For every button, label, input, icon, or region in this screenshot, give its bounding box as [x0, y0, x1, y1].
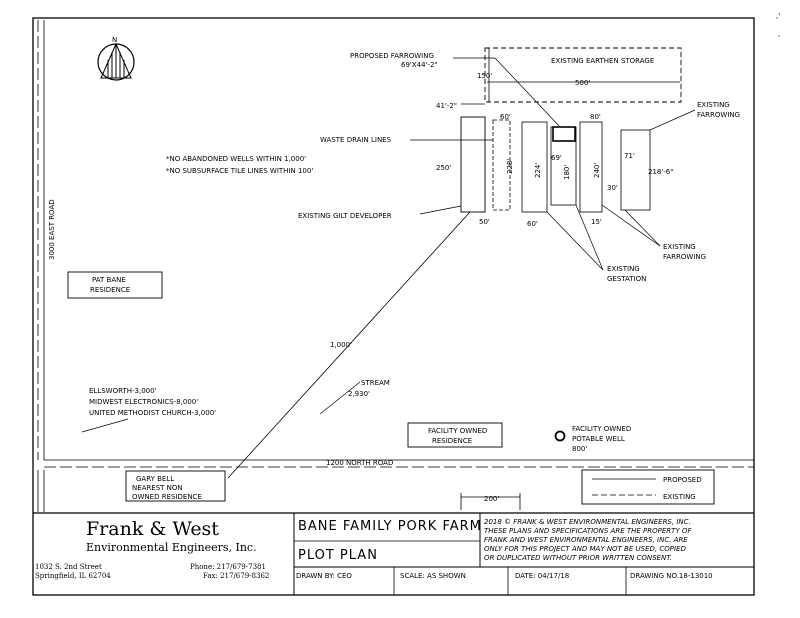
proposed-farrowing-label: PROPOSED FARROWING: [350, 52, 434, 60]
scale-bar: 200': [460, 493, 521, 510]
potable-well-icon: [554, 430, 566, 442]
gilt-developer-label: EXISTING GILT DEVELOPER: [298, 212, 392, 220]
existing-gestation-building: [521, 121, 548, 213]
north-arrow: N: [97, 36, 135, 81]
legend-proposed-label: PROPOSED: [663, 476, 702, 484]
dim-250: 250': [436, 164, 451, 172]
sheet-title: PLOT PLAN: [298, 548, 378, 563]
proposed-farrowing-size: 69'X44'-2": [401, 61, 438, 69]
legend-existing-label: EXISTING: [663, 493, 696, 501]
dim-41: 41'-2": [436, 102, 457, 110]
dim-1000: 1,000': [330, 341, 352, 349]
title-block: Frank & West Environmental Engineers, In…: [33, 512, 754, 595]
proposed-farrowing-building: [552, 126, 576, 142]
drawing-number: DRAWING NO.18-13010: [630, 572, 713, 580]
dim-15: 15': [591, 218, 602, 226]
road-1200-north: 1200 NORTH ROAD: [44, 459, 754, 468]
project-title: BANE FAMILY PORK FARM: [298, 519, 482, 534]
waste-drain-label: WASTE DRAIN LINES: [320, 136, 392, 144]
potable-well-label: POTABLE WELL: [572, 435, 625, 443]
dim-80: 80': [590, 113, 601, 121]
potable-well-distance: 800': [572, 445, 587, 453]
copyright-text: FRANK AND WEST ENVIRONMENTAL ENGINEERS, …: [484, 536, 688, 544]
facility-residence: [407, 422, 503, 448]
drawing-border: [32, 17, 755, 596]
church-distance: UNITED METHODIST CHURCH-3,000': [89, 409, 216, 417]
existing-farrowing-bottom-label: EXISTING: [663, 243, 696, 251]
copyright-text: 2018 © FRANK & WEST ENVIRONMENTAL ENGINE…: [484, 518, 691, 526]
legend-box: [581, 469, 715, 505]
stream-distance: 2,930': [348, 390, 370, 398]
existing-building: [492, 119, 511, 211]
dim-218: 218'-6": [648, 168, 673, 176]
earthen-storage-label: EXISTING EARTHEN STORAGE: [551, 57, 654, 65]
dim-200: 200': [484, 495, 499, 503]
address-line-1: 1032 S. 2nd Street: [35, 563, 102, 571]
existing-gestation-label: GESTATION: [607, 275, 646, 283]
dim-60a: 60': [500, 113, 511, 121]
copyright-text: ONLY FOR THIS PROJECT AND MAY NOT BE USE…: [484, 545, 686, 553]
distance-line-1000: [227, 211, 471, 479]
note-wells: *NO ABANDONED WELLS WITHIN 1,000': [166, 155, 306, 163]
ellsworth-distance: ELLSWORTH-3,000': [89, 387, 157, 395]
copyright-text: OR DUPLICATED WITHOUT PRIOR WRITTEN CONS…: [484, 554, 672, 562]
north-label: N: [112, 36, 117, 44]
dim-30: 30': [607, 184, 618, 192]
dim-50: 50': [479, 218, 490, 226]
stream-label: STREAM: [361, 379, 390, 387]
road-3000-east: 3000 EAST ROAD: [37, 20, 56, 512]
dim-240: 240': [593, 163, 601, 178]
facility-residence-label: RESIDENCE: [432, 437, 472, 445]
existing-farrowing-top-label: EXISTING: [697, 101, 730, 109]
date: DATE: 04/17/18: [515, 572, 569, 580]
address-line-2: Springfield, IL 62704: [35, 572, 111, 580]
corner-mark: ': [778, 34, 780, 42]
dim-69: 69': [551, 154, 562, 162]
road-3000-east-label: 3000 EAST ROAD: [48, 199, 56, 260]
potable-well-label: FACILITY OWNED: [572, 425, 631, 433]
copyright-text: THESE PLANS AND SPECIFICATIONS ARE THE P…: [484, 527, 692, 535]
gary-bell-label: GARY BELL: [136, 475, 174, 483]
facility-residence-label: FACILITY OWNED: [428, 427, 487, 435]
gary-bell-label: OWNED RESIDENCE: [132, 493, 202, 501]
existing-farrowing-top-label: FARROWING: [697, 111, 740, 119]
existing-farrowing-building: [620, 129, 651, 211]
earthen-storage: [484, 47, 682, 103]
midwest-distance: MIDWEST ELECTRONICS-8,000': [89, 398, 198, 406]
scale: SCALE: AS SHOWN: [400, 572, 466, 580]
pat-bane-label: PAT BANE: [92, 276, 126, 284]
existing-farrowing-bottom-label: FARROWING: [663, 253, 706, 261]
road-1200-north-label: 1200 NORTH ROAD: [326, 459, 393, 467]
existing-farrowing-building: [579, 121, 603, 213]
pat-bane-label: RESIDENCE: [90, 286, 130, 294]
corner-mark: ,': [776, 12, 780, 20]
dim-60b: 60': [527, 220, 538, 228]
gilt-developer-building: [460, 116, 486, 213]
fax-number: Fax: 217/679-8362: [203, 572, 269, 580]
company-subtitle: Environmental Engineers, Inc.: [86, 541, 257, 554]
dim-180: 180': [563, 165, 571, 180]
gary-bell-label: NEAREST NON: [132, 484, 183, 492]
company-name: Frank & West: [86, 518, 219, 540]
note-tile: *NO SUBSURFACE TILE LINES WITHIN 100': [166, 167, 313, 175]
dim-71: 71': [624, 152, 635, 160]
dim-228: 228': [506, 159, 514, 174]
pat-bane-residence: [67, 271, 163, 299]
phone-number: Phone: 217/679-7381: [190, 563, 266, 571]
dim-500: 500': [575, 79, 590, 87]
drawn-by: DRAWN BY: CEO: [296, 572, 352, 580]
gary-bell-residence: [125, 470, 226, 502]
dim-224: 224': [534, 163, 542, 178]
existing-gestation-label: EXISTING: [607, 265, 640, 273]
dim-150: 150': [477, 72, 492, 80]
